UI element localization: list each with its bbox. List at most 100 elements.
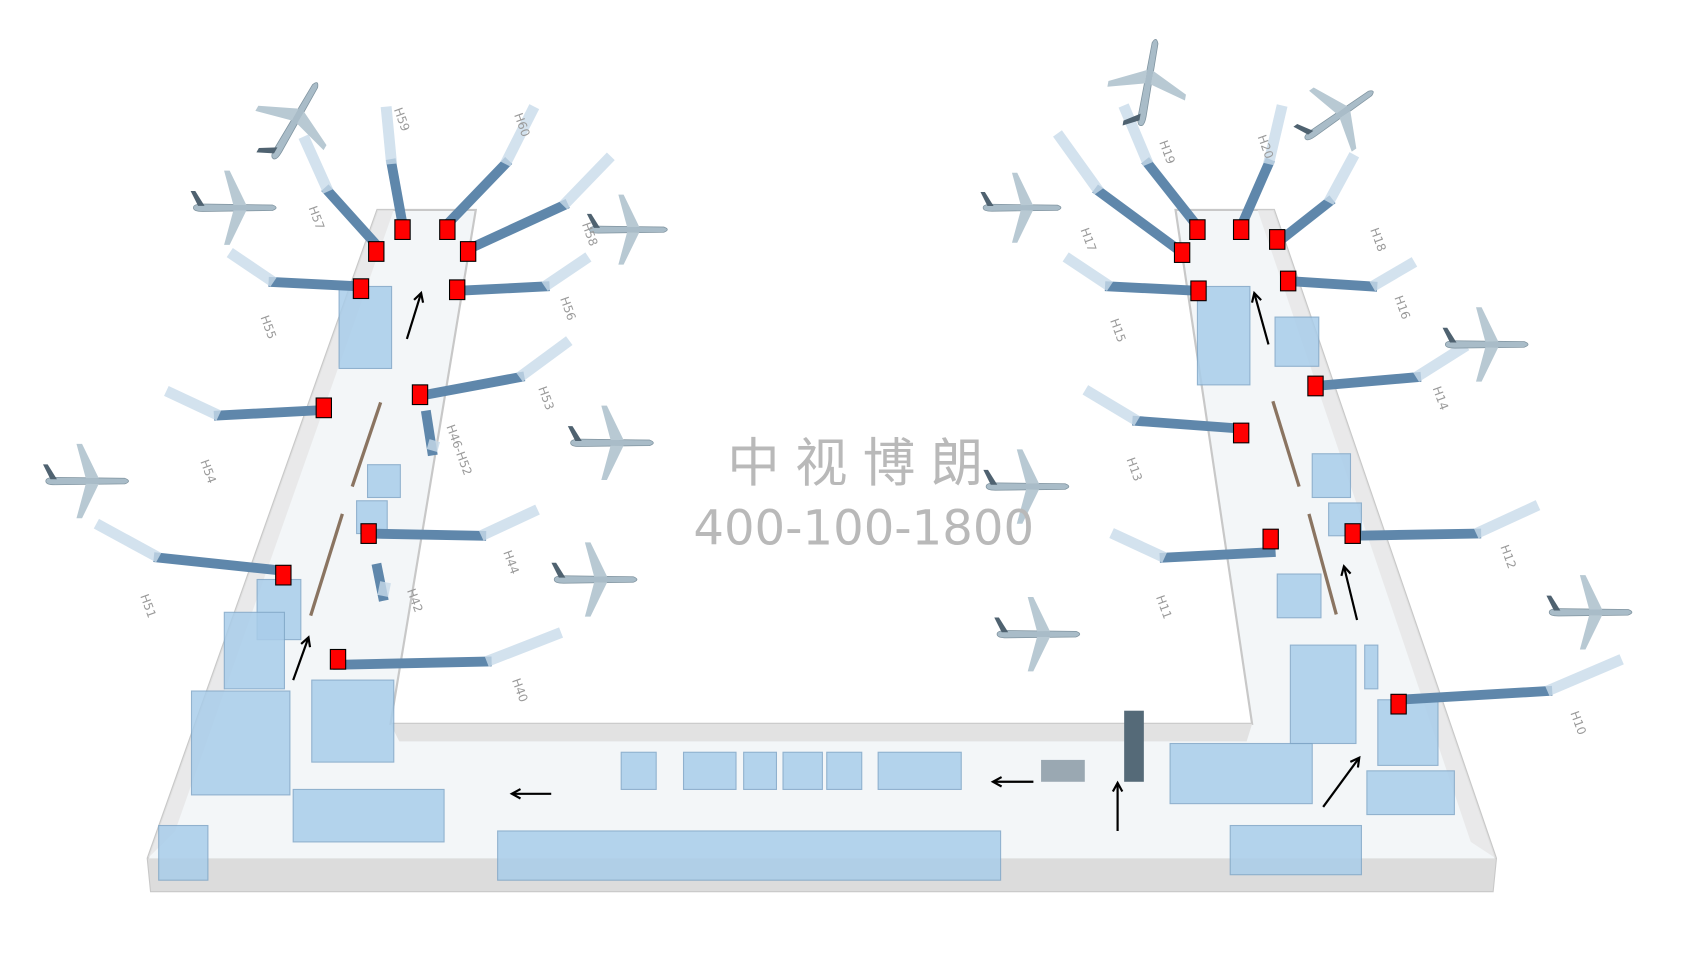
jet-bridge [1141, 157, 1205, 234]
shop-block [877, 751, 962, 790]
jet-bridge-extension [298, 134, 334, 194]
red-square-marker-icon [1232, 219, 1250, 240]
gate-label: H53 [535, 384, 556, 412]
direction-arrows [292, 290, 1361, 831]
jet-bridges [93, 103, 1624, 705]
jet-bridge-extension [478, 504, 540, 541]
shop-block [1289, 644, 1357, 745]
gate-label: H11 [1153, 593, 1174, 621]
airplane-icon [567, 405, 654, 480]
shop-block [743, 751, 778, 790]
gate-label: H55 [258, 313, 279, 341]
moving-walkway [1307, 513, 1338, 615]
jet-bridge [1270, 195, 1336, 250]
shop-block [682, 751, 737, 790]
jet-bridge [1234, 157, 1275, 233]
red-square-marker-icon [448, 279, 466, 301]
moving-walkway [1271, 400, 1301, 488]
red-square-marker-icon [368, 241, 385, 262]
shop-block [1274, 316, 1320, 367]
red-square-marker-icon [411, 384, 429, 406]
airplane-icon [1442, 307, 1529, 382]
jet-bridge [363, 528, 487, 541]
jet-bridge [1282, 275, 1378, 292]
jet-bridge [440, 157, 513, 232]
gate-label: H46-H52 [443, 423, 474, 478]
jet-bridge-extension [380, 106, 398, 165]
jet-bridge [414, 371, 526, 402]
jet-bridge-extension [377, 581, 391, 597]
red-square-marker-icon [394, 219, 411, 240]
shop-block [1229, 824, 1362, 876]
escalator [1041, 759, 1085, 782]
shop-block [620, 751, 657, 790]
shop-block [1276, 573, 1322, 619]
red-square-marker-icon [360, 523, 377, 544]
jet-bridge [461, 199, 570, 256]
jet-bridge [332, 656, 492, 670]
watermark-company: 中视博朗 [727, 433, 998, 494]
red-square-marker-icon [1190, 280, 1207, 302]
shop-block [497, 830, 1002, 881]
shop-block [338, 285, 393, 370]
airplane-icon [994, 596, 1081, 672]
jet-bridge [1310, 371, 1422, 392]
jet-bridge [321, 184, 385, 253]
walking-direction-arrow-icon [1111, 780, 1124, 831]
shop-block [190, 690, 291, 796]
gate-label: H10 [1567, 709, 1588, 737]
jet-bridge [385, 158, 409, 230]
walking-direction-arrow-icon [1340, 564, 1359, 621]
gate-label: H12 [1497, 543, 1518, 571]
moving-walkway [309, 513, 344, 617]
jet-bridge [1159, 546, 1276, 563]
shop-block [1366, 770, 1455, 816]
jet-bridge-extension [226, 248, 277, 287]
jet-bridge-extension [541, 252, 592, 292]
red-square-marker-icon [1262, 528, 1279, 550]
airplane-icon [551, 542, 638, 617]
location-markers [275, 219, 1407, 715]
gate-label: H16 [1391, 294, 1412, 322]
shop-block [158, 824, 209, 881]
walking-direction-arrow-icon [1322, 755, 1361, 808]
escalator [1124, 710, 1144, 782]
airplane-icon [1107, 38, 1186, 127]
shop-block [1377, 699, 1439, 766]
red-square-marker-icon [1390, 693, 1407, 715]
jet-bridge-extension [164, 385, 222, 421]
jet-bridge-extension [1118, 103, 1154, 167]
gate-label: H15 [1107, 317, 1128, 345]
jet-bridge [213, 404, 329, 421]
jet-bridge [1132, 415, 1247, 434]
red-square-marker-icon [459, 241, 477, 262]
jet-bridge-extension [559, 152, 615, 210]
jet-bridge [268, 276, 367, 292]
red-square-marker-icon [275, 564, 292, 586]
airplane-icon [586, 194, 668, 265]
watermark: 中视博朗 400-100-1800 [693, 433, 1034, 556]
airplane-icon [1293, 87, 1374, 152]
jet-bridge-extension [1369, 257, 1418, 292]
jet-bridge-extension [1109, 528, 1167, 563]
jet-bridge [153, 552, 289, 577]
shop-block [1169, 742, 1313, 805]
red-square-marker-icon [1189, 219, 1206, 240]
red-square-marker-icon [1279, 270, 1297, 292]
walking-direction-arrow-icon [509, 788, 552, 800]
airplane-icon [255, 82, 327, 160]
gate-label: H40 [509, 676, 530, 704]
airplane-icon [43, 443, 129, 519]
airplane-icon [1546, 575, 1633, 650]
jet-bridge [1104, 281, 1204, 296]
shop-block [1311, 453, 1352, 499]
gate-label: H54 [197, 458, 218, 486]
airplane-icon [980, 172, 1062, 243]
moving-walkway [350, 401, 383, 488]
jet-bridge-extension [1263, 104, 1288, 166]
jet-bridge-extension [426, 439, 441, 452]
red-square-marker-icon [1307, 375, 1324, 397]
red-square-marker-icon [352, 278, 370, 300]
airplane-icon [190, 170, 277, 245]
